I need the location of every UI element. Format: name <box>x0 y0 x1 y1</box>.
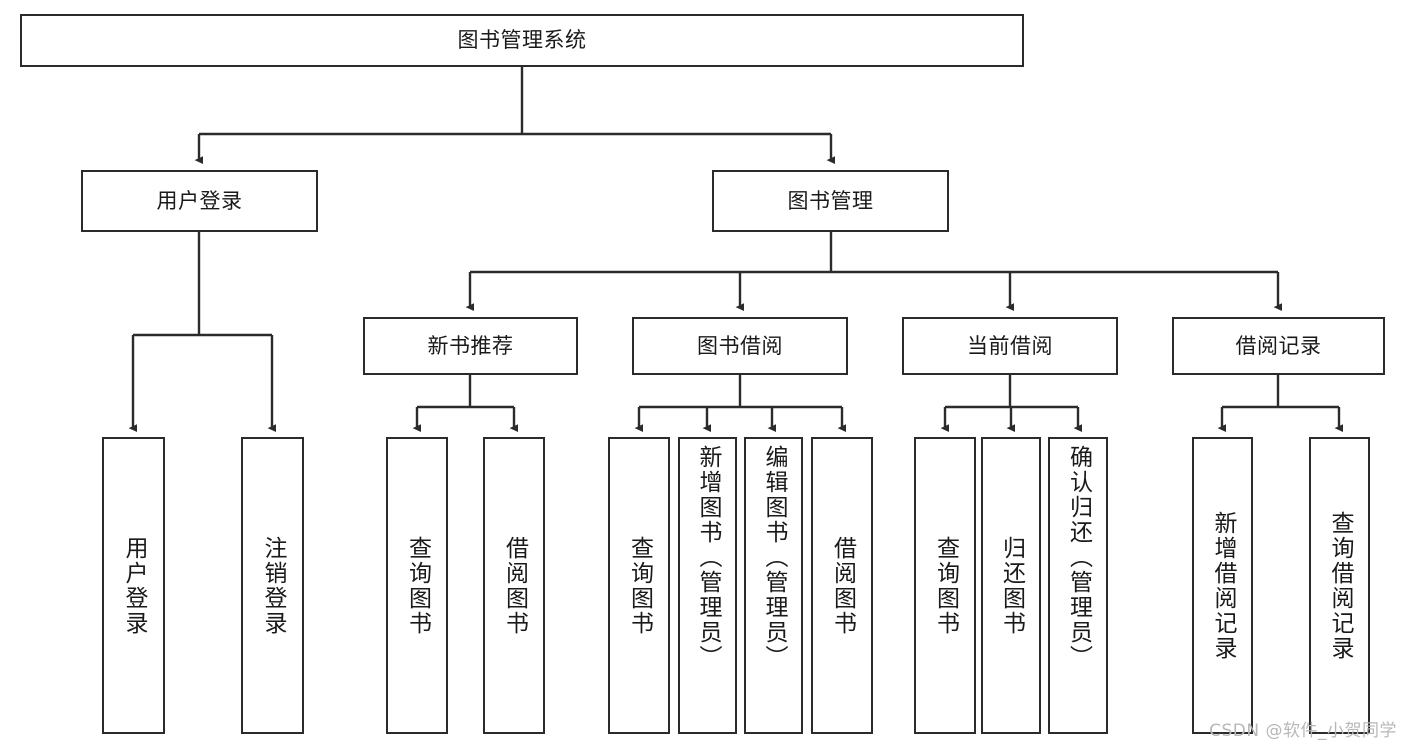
node-leaf-query-book-1[interactable]: 查询图书 <box>386 437 448 734</box>
node-current-borrow-label: 当前借阅 <box>967 333 1053 358</box>
node-leaf-user-login-label: 用户登录 <box>121 535 147 636</box>
node-leaf-user-login[interactable]: 用户登录 <box>102 437 165 734</box>
node-user-login-label: 用户登录 <box>156 188 243 213</box>
node-leaf-add-record[interactable]: 新增借阅记录 <box>1192 437 1253 734</box>
node-leaf-query-book-3[interactable]: 查询图书 <box>914 437 976 734</box>
node-leaf-confirm-return-label: 确认归还（管理员） <box>1065 445 1092 670</box>
node-new-book-rec[interactable]: 新书推荐 <box>363 317 578 375</box>
node-leaf-logout[interactable]: 注销登录 <box>241 437 304 734</box>
node-borrow-record[interactable]: 借阅记录 <box>1172 317 1385 375</box>
node-leaf-add-book-label: 新增图书（管理员） <box>695 445 721 670</box>
node-leaf-confirm-return[interactable]: 确认归还（管理员） <box>1048 437 1108 734</box>
node-book-manage-label: 图书管理 <box>787 188 874 213</box>
node-leaf-borrow-book-1[interactable]: 借阅图书 <box>483 437 545 734</box>
node-book-borrow[interactable]: 图书借阅 <box>632 317 848 375</box>
node-leaf-add-record-label: 新增借阅记录 <box>1210 510 1236 661</box>
node-leaf-return-book[interactable]: 归还图书 <box>981 437 1041 734</box>
node-borrow-record-label: 借阅记录 <box>1235 333 1322 358</box>
node-leaf-query-book-1-label: 查询图书 <box>404 535 431 636</box>
node-leaf-query-record-label: 查询借阅记录 <box>1327 510 1353 661</box>
node-leaf-query-book-3-label: 查询图书 <box>932 535 959 636</box>
node-leaf-query-book-2-label: 查询图书 <box>626 535 653 636</box>
node-leaf-query-record[interactable]: 查询借阅记录 <box>1309 437 1370 734</box>
node-new-book-rec-label: 新书推荐 <box>427 333 514 358</box>
node-leaf-borrow-book-2[interactable]: 借阅图书 <box>811 437 873 734</box>
node-leaf-add-book[interactable]: 新增图书（管理员） <box>678 437 737 734</box>
node-book-borrow-label: 图书借阅 <box>697 333 783 358</box>
csdn-watermark: CSDN @软件_小贺同学 <box>1209 721 1397 741</box>
node-user-login[interactable]: 用户登录 <box>81 170 318 232</box>
node-leaf-query-book-2[interactable]: 查询图书 <box>608 437 670 734</box>
node-leaf-borrow-book-2-label: 借阅图书 <box>829 535 856 636</box>
node-current-borrow[interactable]: 当前借阅 <box>902 317 1118 375</box>
node-leaf-edit-book-label: 编辑图书（管理员） <box>761 445 787 670</box>
node-book-manage[interactable]: 图书管理 <box>712 170 949 232</box>
node-leaf-borrow-book-1-label: 借阅图书 <box>501 535 528 636</box>
node-leaf-return-book-label: 归还图书 <box>998 535 1025 636</box>
node-root[interactable]: 图书管理系统 <box>20 14 1024 67</box>
node-leaf-edit-book[interactable]: 编辑图书（管理员） <box>744 437 803 734</box>
node-root-label: 图书管理系统 <box>457 28 587 53</box>
node-leaf-logout-label: 注销登录 <box>260 535 286 636</box>
